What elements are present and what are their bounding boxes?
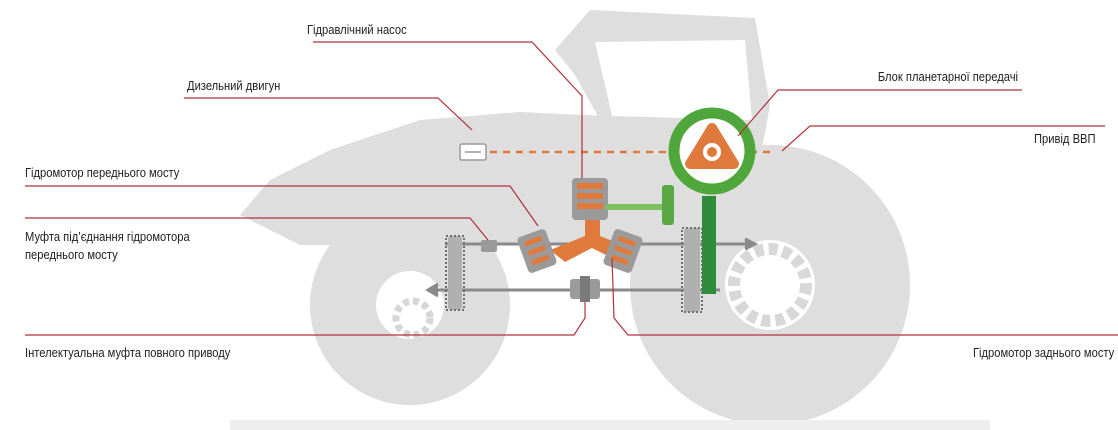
- rear-drive-column: [702, 196, 716, 294]
- front-rim-spokes: [392, 297, 434, 339]
- label-rear-axle-motor: Гідромотор заднього мосту: [972, 345, 1114, 360]
- cab-window: [595, 40, 752, 120]
- leader-front-motor-clutch: [25, 217, 489, 241]
- label-front-motor-clutch-line2: переднього мосту: [25, 247, 118, 262]
- rear-hydraulic-motor: [603, 229, 643, 273]
- shaft-arrow-right: [744, 237, 759, 251]
- ground-shadow: [230, 420, 990, 430]
- planetary-unit: [668, 107, 756, 195]
- label-hydraulic-pump: Гідравлічний насос: [307, 22, 407, 37]
- leader-awd-clutch: [25, 302, 586, 336]
- front-fender: [270, 157, 480, 220]
- shaft-arrow-left: [425, 282, 439, 298]
- front-axle-gear: [445, 235, 465, 311]
- rear-rim-spokes: [728, 243, 812, 327]
- front-hydraulic-motor: [517, 229, 557, 273]
- label-front-motor-clutch-line1: Муфта під’єднання гідромотора: [25, 229, 190, 244]
- pump-drive-shaft: [606, 204, 666, 210]
- label-front-axle-motor: Гідромотор переднього мосту: [25, 165, 180, 180]
- label-pto-drive: Привід ВВП: [1034, 131, 1096, 146]
- label-diesel-engine: Дизельний двигун: [187, 78, 281, 93]
- leader-front-axle-motor: [25, 185, 539, 227]
- leader-planetary-unit: [737, 89, 1022, 137]
- leader-hydraulic-pump: [313, 41, 583, 178]
- leader-lines: [25, 41, 1118, 336]
- pump-drive-gear: [662, 185, 674, 225]
- leader-rear-axle-motor: [611, 257, 1118, 336]
- label-planetary-unit: Блок планетарної передачі: [877, 69, 1018, 84]
- hydraulic-pump: [572, 178, 608, 220]
- rear-axle-gear: [681, 227, 703, 313]
- diesel-engine: [459, 143, 487, 161]
- label-awd-clutch: Інтелектуальна муфта повного приводу: [25, 345, 231, 360]
- leader-diesel-engine: [184, 97, 473, 131]
- tractor-silhouette: [230, 10, 990, 430]
- leader-pto-drive: [781, 125, 1105, 152]
- front-rim: [376, 271, 444, 339]
- awd-clutch: [570, 276, 600, 302]
- front-motor-clutch: [481, 240, 497, 252]
